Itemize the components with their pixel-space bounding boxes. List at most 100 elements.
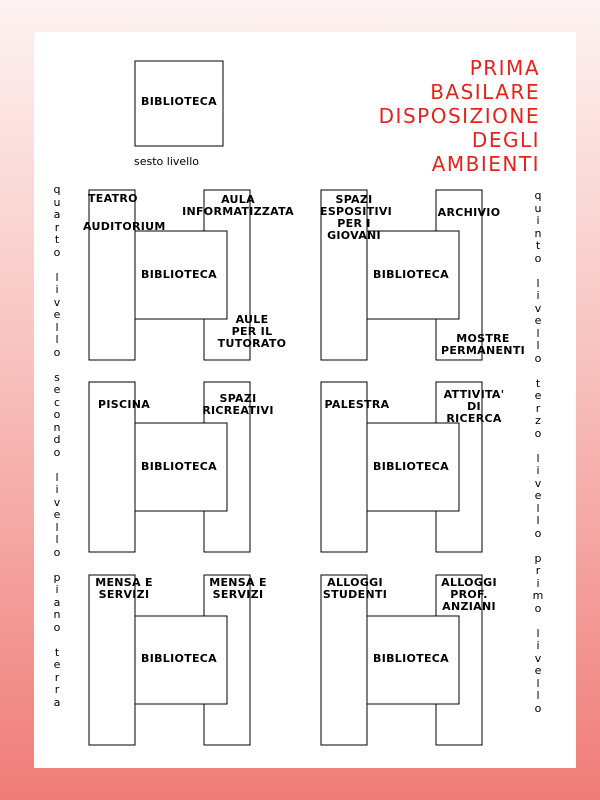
left-level-letter: a <box>53 595 61 609</box>
label-mostre-permanenti: MOSTRE PERMANENTI <box>440 332 526 357</box>
left-level-letter: a <box>53 208 61 221</box>
left-level-letter: u <box>53 195 61 209</box>
left-level-letter: s <box>54 370 60 384</box>
right-level-letter <box>531 365 545 378</box>
right-level-letter: l <box>536 339 540 352</box>
label-biblioteca-quinto: BIBLIOTECA <box>373 268 449 281</box>
right-level-letter: o <box>534 351 542 365</box>
left-level-letter: e <box>53 658 61 671</box>
right-level-letter: z <box>535 414 541 427</box>
left-level-letter: o <box>53 245 61 259</box>
right-level-letter: e <box>534 664 542 677</box>
label-piscina: PISCINA <box>97 398 151 411</box>
label-teatro: TEATRO <box>88 192 138 205</box>
left-level-letter <box>50 359 64 372</box>
title-line-1: PRIMA <box>469 56 540 80</box>
left-level-letter: t <box>54 233 60 246</box>
right-level-letter: i <box>536 289 540 302</box>
label-aule-tutorato: AULE PER IL TUTORATO <box>217 313 287 350</box>
left-level-letter: o <box>53 620 61 634</box>
left-level-letter: l <box>55 333 59 346</box>
right-level-letter: l <box>536 451 540 465</box>
left-level-letter: p <box>53 570 61 584</box>
title-line-2: BASILARE <box>430 80 540 104</box>
left-level-letter: i <box>55 483 59 496</box>
left-level-letter: o <box>53 345 61 359</box>
left-level-letter: l <box>55 520 59 534</box>
left-level-letter: t <box>54 645 60 659</box>
right-level-letter: l <box>536 326 540 340</box>
label-biblioteca-terzo: BIBLIOTECA <box>373 460 449 473</box>
left-level-letter: i <box>55 583 59 596</box>
left-level-letter <box>50 559 64 572</box>
label-mensa-servizi-left: MENSA E SERVIZI <box>95 576 153 601</box>
left-level-letter: r <box>54 220 60 234</box>
right-level-letter: l <box>536 676 540 690</box>
left-level-letter: o <box>53 545 61 559</box>
right-level-letter: m <box>532 589 544 602</box>
label-attivita-ricerca: ATTIVITA' DI RICERCA <box>443 388 505 425</box>
right-level-letter: t <box>535 376 541 390</box>
label-biblioteca-quarto: BIBLIOTECA <box>141 268 217 281</box>
right-level-letter: e <box>534 489 542 502</box>
label-biblioteca-secondo: BIBLIOTECA <box>141 460 217 473</box>
right-level-letter: r <box>535 401 541 415</box>
left-level-letter: n <box>53 608 61 621</box>
left-level-letter: v <box>53 495 61 509</box>
left-level-letter: r <box>54 683 60 696</box>
right-level-letter: l <box>536 514 540 527</box>
right-level-letter: l <box>536 276 540 290</box>
label-biblioteca-primo: BIBLIOTECA <box>373 652 449 665</box>
left-level-letter: l <box>55 320 59 334</box>
label-archivio: ARCHIVIO <box>437 206 501 219</box>
left-level-letter <box>50 634 64 647</box>
right-level-letter: e <box>534 389 542 402</box>
right-level-letter: v <box>534 651 542 665</box>
right-level-letter: l <box>536 501 540 515</box>
right-level-letter <box>531 440 545 453</box>
right-level-letter: i <box>536 576 540 590</box>
left-level-letter: o <box>53 408 61 421</box>
title-line-5: AMBIENTI <box>431 152 540 176</box>
left-level-letter: r <box>54 670 60 684</box>
right-level-letter: v <box>534 476 542 490</box>
right-level-letter: e <box>534 314 542 327</box>
right-level-letter: i <box>536 214 540 227</box>
right-level-letter: l <box>536 626 540 640</box>
label-palestra: PALESTRA <box>324 398 390 411</box>
right-level-letter: i <box>536 464 540 477</box>
left-level-letter: a <box>53 695 61 709</box>
left-level-letter: l <box>55 470 59 484</box>
left-level-letter: l <box>55 270 59 284</box>
right-level-letter: v <box>534 301 542 315</box>
right-level-letter: o <box>534 526 542 540</box>
right-level-letter <box>531 615 545 628</box>
diagram-title: PRIMA BASILARE DISPOSIZIONE DEGLI AMBIEN… <box>379 56 540 176</box>
label-alloggi-prof-anziani: ALLOGGI PROF. ANZIANI <box>441 576 497 613</box>
label-spazi-espositivi: SPAZI ESPOSITIVI PER I GIOVANI <box>320 193 393 242</box>
left-level-letter: q <box>53 183 61 196</box>
label-mensa-servizi-right: MENSA E SERVIZI <box>209 576 267 601</box>
top-biblioteca-block <box>134 60 224 147</box>
label-alloggi-studenti: ALLOGGI STUDENTI <box>322 576 388 601</box>
right-level-letter: p <box>534 551 542 565</box>
left-level-letter: e <box>53 508 61 521</box>
left-level-letter: l <box>55 533 59 546</box>
right-level-letter <box>531 265 545 278</box>
right-level-letter: i <box>536 639 540 652</box>
right-level-letter: t <box>535 239 541 252</box>
right-level-letter: o <box>534 701 542 715</box>
right-level-letter: n <box>534 226 542 240</box>
left-level-letter: i <box>55 283 59 296</box>
right-level-letter <box>531 540 545 553</box>
left-level-letter: c <box>53 395 61 409</box>
left-level-letter: o <box>53 445 61 459</box>
label-aula-informatizzata: AULA INFORMATIZZATA <box>182 193 294 218</box>
right-level-letter: r <box>535 564 541 577</box>
left-level-letter: e <box>53 383 61 396</box>
floor-plan-drawing <box>88 60 483 746</box>
right-level-letter: l <box>536 689 540 702</box>
title-line-4: DEGLI <box>471 128 540 152</box>
